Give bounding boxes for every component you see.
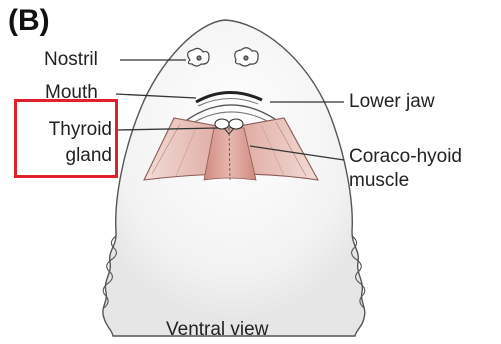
label-thyroid-line2: gland bbox=[20, 145, 112, 167]
nostril-left bbox=[188, 48, 209, 66]
label-lower-jaw: Lower jaw bbox=[349, 91, 435, 113]
panel-label: (B) bbox=[8, 4, 50, 38]
nostril-right bbox=[235, 48, 258, 66]
label-thyroid-line1: Thyroid bbox=[20, 119, 112, 141]
caption: Ventral view bbox=[166, 319, 268, 341]
label-coraco-hyoid-line2: muscle bbox=[349, 170, 409, 192]
label-nostril: Nostril bbox=[44, 49, 98, 71]
label-coraco-hyoid-line1: Coraco-hyoid bbox=[349, 146, 462, 168]
